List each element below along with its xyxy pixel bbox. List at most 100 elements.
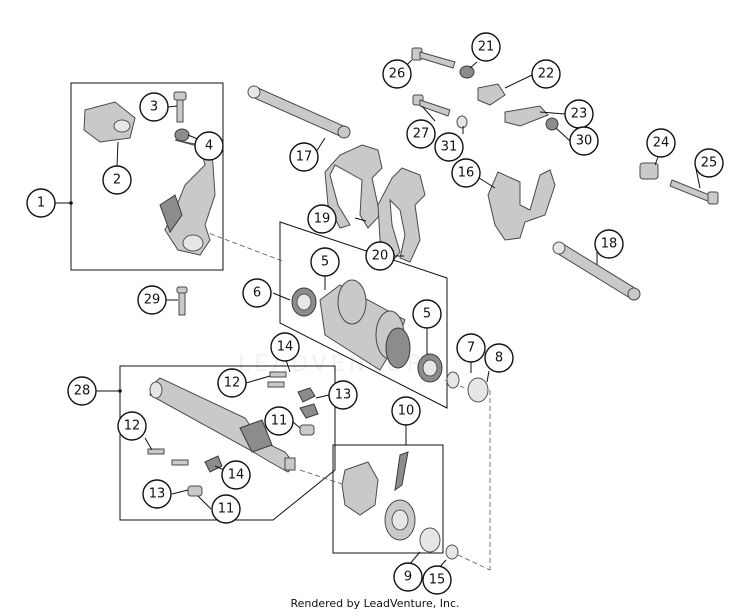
assembly-frame-1 (70, 82, 224, 271)
svg-text:25: 25 (701, 156, 718, 171)
callout-2[interactable]: 2 (102, 165, 132, 195)
svg-text:28: 28 (74, 384, 91, 399)
bolt-26 (411, 47, 456, 69)
callout-24[interactable]: 24 (646, 128, 676, 158)
callout-8[interactable]: 8 (484, 343, 514, 373)
svg-text:5: 5 (321, 255, 329, 270)
nut-21 (459, 65, 475, 79)
clip-15 (445, 544, 459, 560)
svg-text:5: 5 (423, 307, 431, 322)
callout-15[interactable]: 15 (422, 565, 452, 595)
washer-31 (456, 115, 468, 129)
svg-text:30: 30 (576, 134, 593, 149)
svg-text:8: 8 (495, 351, 503, 366)
svg-text:9: 9 (404, 570, 412, 585)
callout-6[interactable]: 6 (242, 278, 272, 308)
callout-7[interactable]: 7 (456, 333, 486, 363)
svg-text:18: 18 (601, 237, 618, 252)
assembly-frame-28 (119, 365, 336, 521)
svg-text:14: 14 (277, 340, 294, 355)
svg-text:29: 29 (144, 293, 161, 308)
callout-21[interactable]: 21 (471, 32, 501, 62)
svg-text:27: 27 (413, 127, 430, 142)
svg-text:15: 15 (429, 573, 446, 588)
callout-1[interactable]: 1 (26, 188, 56, 218)
svg-text:11: 11 (271, 414, 288, 429)
svg-text:16: 16 (458, 166, 475, 181)
svg-text:17: 17 (296, 150, 313, 165)
bolt-25 (669, 179, 719, 205)
svg-text:11: 11 (218, 502, 235, 517)
svg-text:3: 3 (150, 100, 158, 115)
callout-28[interactable]: 28 (67, 376, 97, 406)
svg-text:20: 20 (372, 249, 389, 264)
svg-text:23: 23 (571, 107, 588, 122)
assembly-frame-10 (332, 444, 444, 554)
callout-11-lower[interactable]: 11 (211, 494, 241, 524)
washer-7 (446, 371, 460, 389)
shift-fork-20 (377, 167, 426, 263)
svg-text:22: 22 (538, 67, 555, 82)
shift-drum (319, 279, 411, 371)
svg-text:13: 13 (149, 487, 166, 502)
washer-9 (419, 527, 441, 553)
shift-detent (341, 451, 416, 541)
callout-5-lower[interactable]: 5 (412, 299, 442, 329)
shift-fork-19 (324, 144, 383, 229)
callout-10[interactable]: 10 (391, 396, 421, 426)
shaft-18 (552, 241, 641, 301)
nut-30 (545, 117, 559, 131)
callout-9[interactable]: 9 (393, 562, 423, 592)
callout-12-upper[interactable]: 12 (217, 368, 247, 398)
svg-text:12: 12 (124, 419, 141, 434)
callout-4[interactable]: 4 (194, 131, 224, 161)
callout-13-upper[interactable]: 13 (328, 380, 358, 410)
callout-30[interactable]: 30 (569, 126, 599, 156)
callout-11-upper[interactable]: 11 (264, 406, 294, 436)
bolt-27 (412, 94, 451, 117)
callout-12-lower[interactable]: 12 (117, 411, 147, 441)
shift-shaft (149, 377, 296, 473)
callout-5-upper[interactable]: 5 (310, 247, 340, 277)
svg-text:2: 2 (113, 173, 121, 188)
callout-14-lower[interactable]: 14 (221, 460, 251, 490)
svg-text:21: 21 (478, 40, 495, 55)
callout-26[interactable]: 26 (382, 59, 412, 89)
callout-27[interactable]: 27 (406, 119, 436, 149)
svg-text:1: 1 (37, 196, 45, 211)
shift-fork-16 (487, 169, 556, 241)
small-parts-28 (147, 371, 319, 497)
svg-text:14: 14 (228, 468, 245, 483)
callout-13-lower[interactable]: 13 (142, 479, 172, 509)
svg-text:19: 19 (314, 212, 331, 227)
callout-3[interactable]: 3 (139, 92, 169, 122)
callout-19[interactable]: 19 (307, 204, 337, 234)
svg-text:4: 4 (205, 139, 213, 154)
bolt-29 (176, 286, 188, 316)
shaft-17 (247, 85, 351, 139)
bearing-5-left (291, 287, 317, 317)
svg-text:13: 13 (335, 388, 352, 403)
callout-18[interactable]: 18 (594, 229, 624, 259)
sleeve-24 (639, 162, 659, 180)
svg-text:31: 31 (441, 140, 458, 155)
bearing-5-right (417, 353, 443, 383)
svg-text:12: 12 (224, 376, 241, 391)
shift-lever (83, 101, 216, 256)
callout-29[interactable]: 29 (137, 285, 167, 315)
joint-22 (477, 83, 506, 106)
footer-credit: Rendered by LeadVenture, Inc. (290, 597, 460, 610)
callout-23[interactable]: 23 (564, 99, 594, 129)
callout-22[interactable]: 22 (531, 59, 561, 89)
callout-31[interactable]: 31 (434, 132, 464, 162)
callout-14-upper[interactable]: 14 (270, 332, 300, 362)
bolt-3 (173, 91, 187, 123)
callout-17[interactable]: 17 (289, 142, 319, 172)
callout-20[interactable]: 20 (365, 241, 395, 271)
joint-23 (504, 105, 549, 127)
callout-16[interactable]: 16 (451, 158, 481, 188)
washer-8 (467, 377, 489, 403)
washer-4 (174, 128, 190, 142)
callout-25[interactable]: 25 (694, 148, 724, 178)
